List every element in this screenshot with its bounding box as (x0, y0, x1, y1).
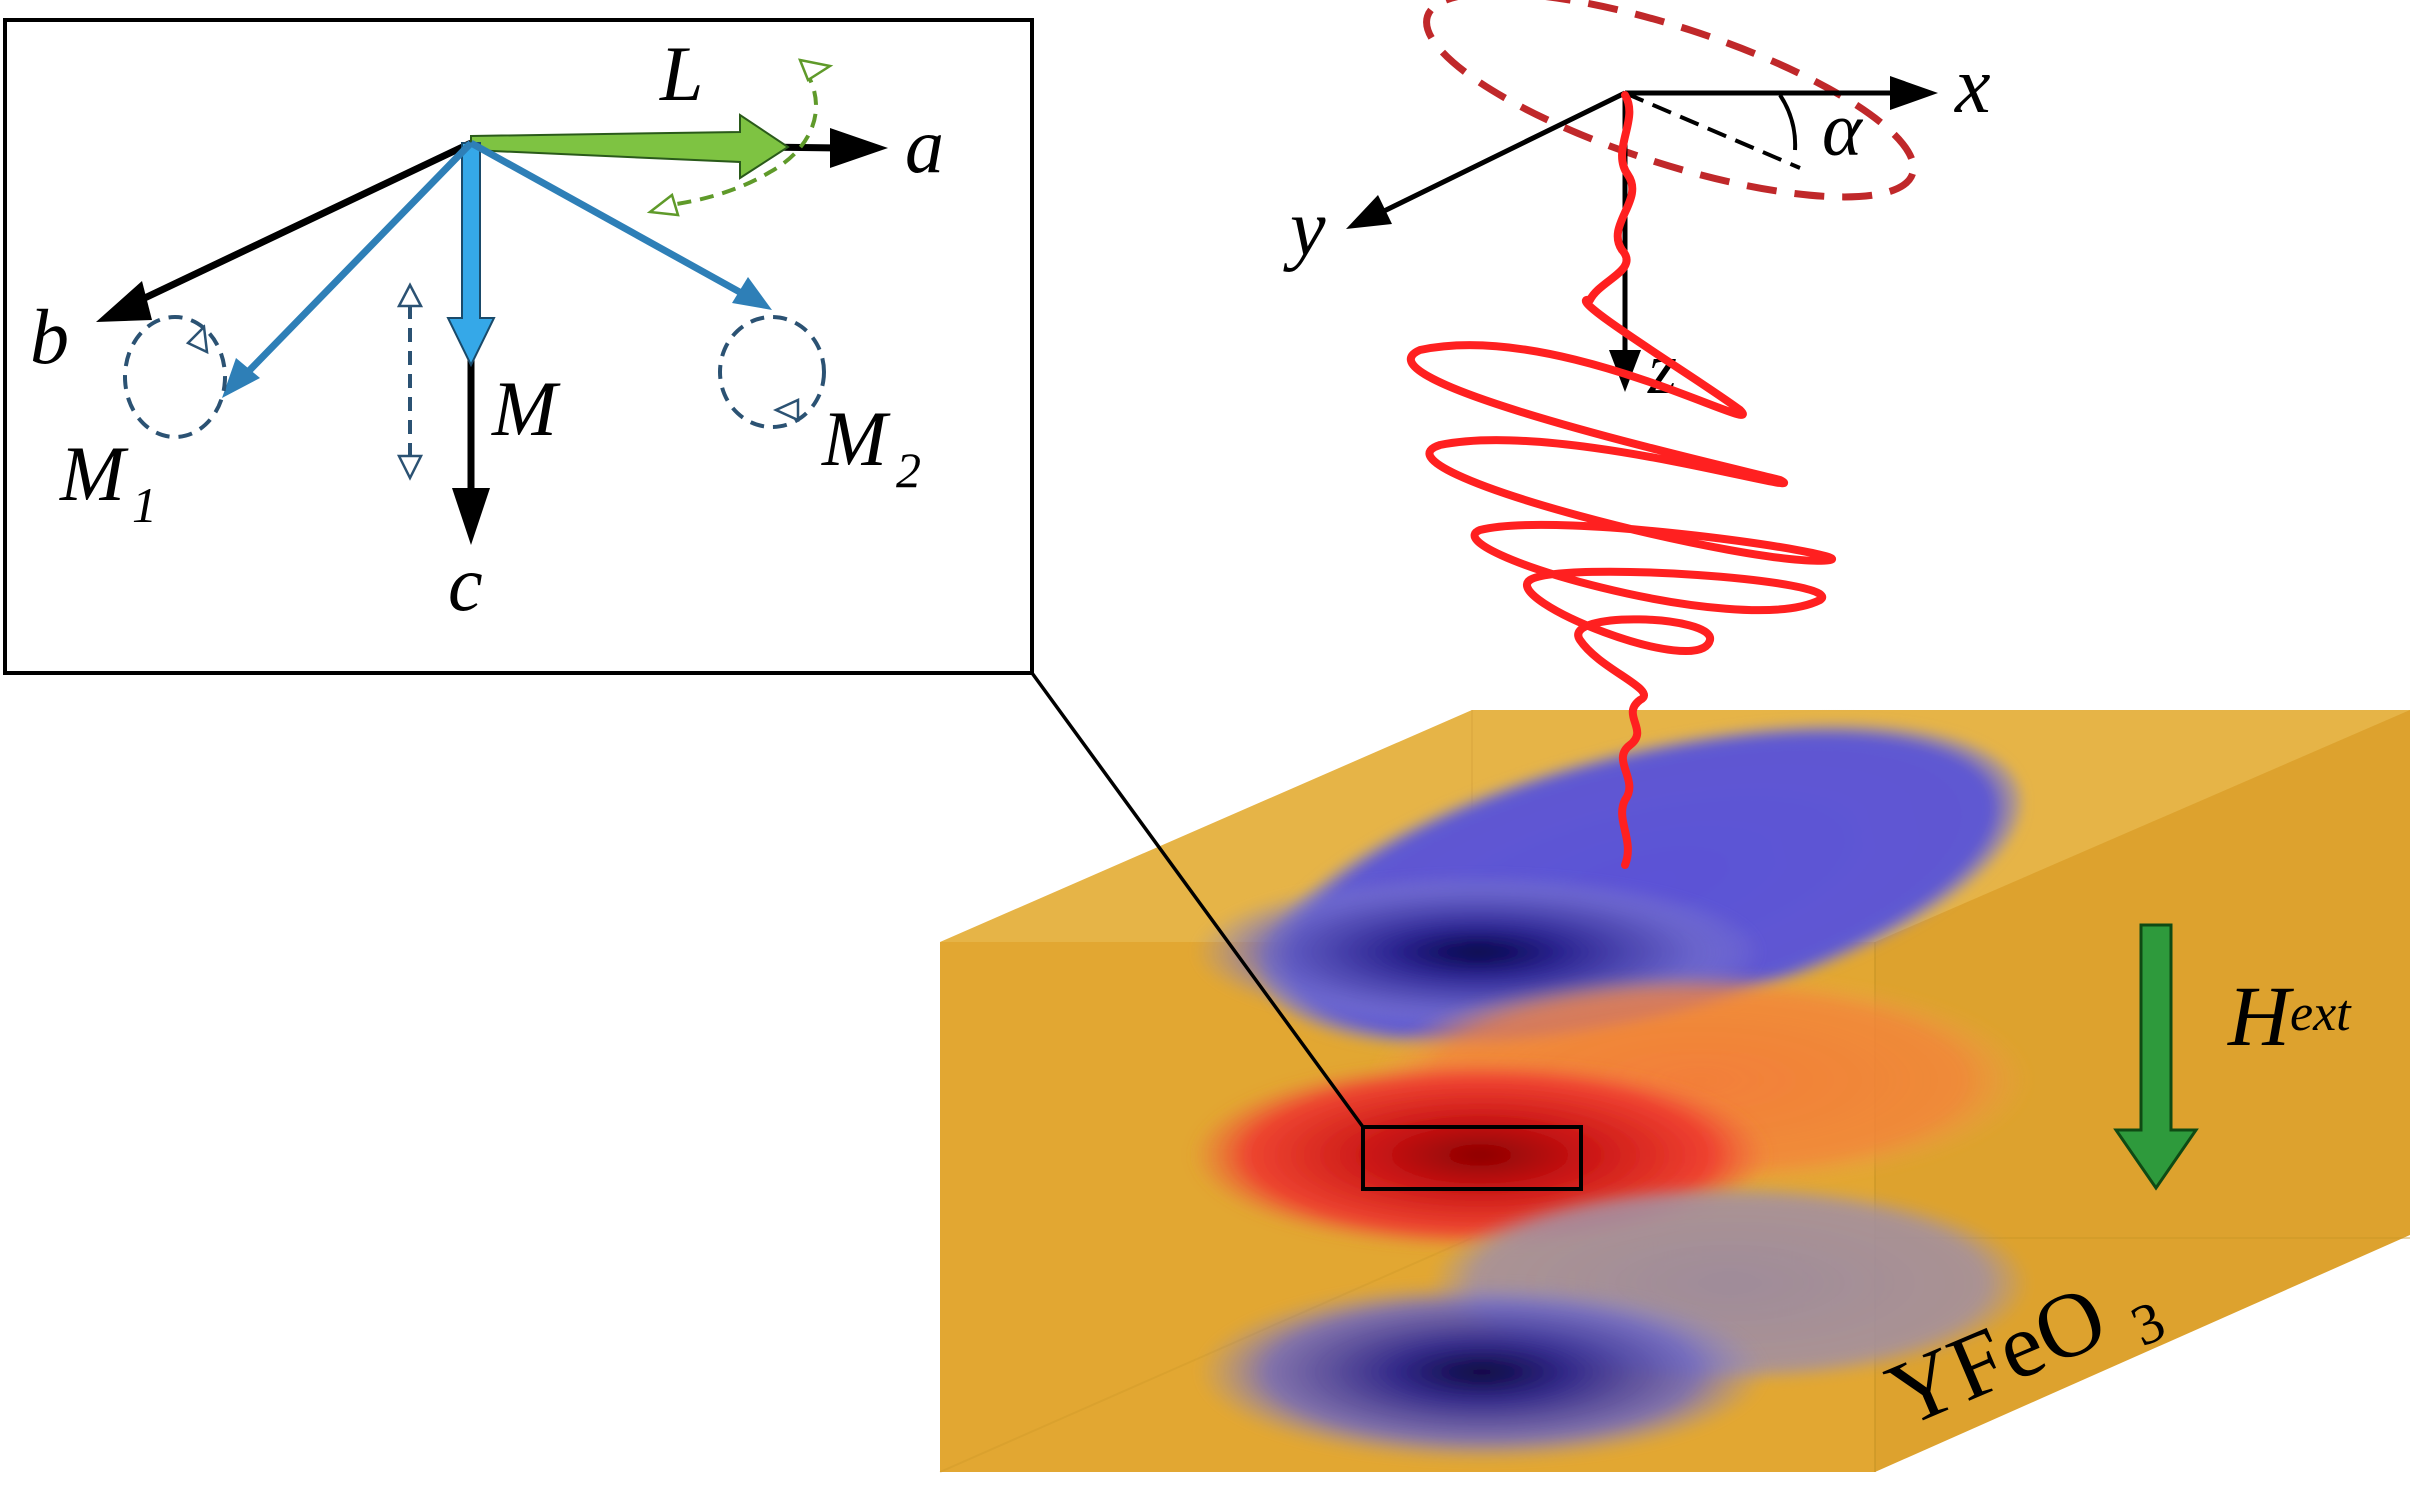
zoom-connector-line (1030, 671, 1365, 1129)
M-oscillation-up-arrow (396, 282, 424, 308)
label-L: L (659, 30, 703, 117)
y-axis-arrowhead (1346, 195, 1392, 229)
label-M2: M (821, 395, 891, 482)
lower-blue-core (1197, 1282, 1767, 1462)
label-z: z (1647, 328, 1677, 410)
label-a: a (905, 102, 944, 189)
label-H: H (2227, 968, 2294, 1064)
M-vector (446, 142, 496, 368)
a-axis-arrowhead (830, 128, 888, 168)
label-M1: M (59, 430, 129, 517)
inset-panel: L a b c M M 1 M 2 (3, 18, 1034, 675)
label-M2-subscript: 2 (896, 442, 921, 498)
label-alpha: α (1822, 88, 1864, 172)
light-pulse (1406, 91, 1837, 869)
M2-arrowhead (732, 277, 772, 310)
label-x: x (1954, 42, 1991, 130)
label-H-subscript: ext (2290, 985, 2352, 1042)
M1-arrowhead (222, 358, 260, 398)
Hext-field-arrow (2113, 923, 2199, 1191)
M2-precession-circle (718, 315, 826, 429)
b-axis-arrowhead (96, 281, 152, 322)
label-b: b (30, 293, 69, 380)
label-c: c (448, 540, 483, 627)
polarization-direction (1624, 91, 1801, 170)
x-axis-arrowhead (1890, 76, 1938, 110)
mode-distribution (1190, 723, 2030, 1462)
zoom-box (1361, 1125, 1583, 1191)
M-oscillation-down-arrow (396, 454, 424, 481)
c-axis-arrowhead (452, 488, 490, 545)
alpha-arc (1778, 93, 1798, 151)
M1-precession-circle (123, 315, 227, 439)
label-M1-subscript: 1 (132, 477, 157, 533)
L-vector (470, 113, 790, 180)
inset-frame (3, 18, 1034, 675)
label-y: y (1283, 185, 1326, 273)
lab-axes: x y z α (1283, 0, 1991, 410)
polarization-ellipse (1423, 0, 1917, 201)
label-M: M (491, 365, 561, 452)
L-precession-arc (669, 68, 818, 207)
